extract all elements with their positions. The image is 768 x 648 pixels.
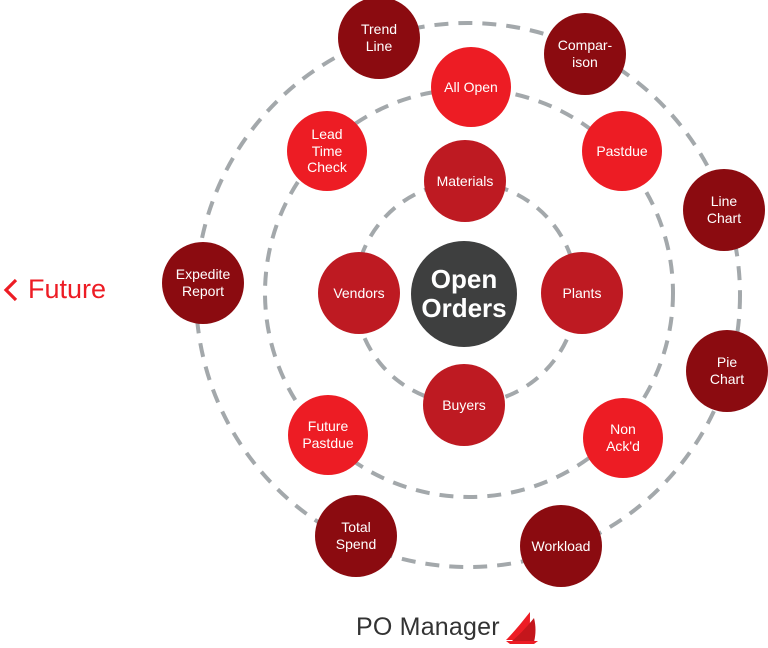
brand-footer: PO Manager xyxy=(356,610,540,644)
node-buyers[interactable]: Buyers xyxy=(423,364,505,446)
node-comparison[interactable]: Compar- ison xyxy=(544,13,626,95)
node-label: Pastdue xyxy=(596,142,648,159)
node-line-chart[interactable]: Line Chart xyxy=(683,169,765,251)
node-label: Non Ack'd xyxy=(606,421,640,454)
node-label: Vendors xyxy=(333,284,385,301)
node-label: Line Chart xyxy=(706,193,742,226)
node-label: Materials xyxy=(436,172,494,189)
node-non-ackd[interactable]: Non Ack'd xyxy=(583,398,663,478)
node-workload[interactable]: Workload xyxy=(520,505,602,587)
node-trend-line[interactable]: Trend Line xyxy=(338,0,420,79)
node-label: Total Spend xyxy=(335,519,377,552)
node-pastdue[interactable]: Pastdue xyxy=(582,111,662,191)
back-link-future[interactable]: Future xyxy=(2,274,106,305)
node-label: Workload xyxy=(531,537,591,554)
node-plants[interactable]: Plants xyxy=(541,252,623,334)
node-label: Future Pastdue xyxy=(302,418,354,451)
node-label: Plants xyxy=(562,284,602,301)
node-label: Trend Line xyxy=(360,21,398,54)
center-node-label: Open Orders xyxy=(421,264,507,323)
chevron-left-icon xyxy=(3,278,18,301)
node-lead-time-check[interactable]: Lead Time Check xyxy=(287,111,367,191)
center-node-open-orders[interactable]: Open Orders xyxy=(411,241,517,347)
node-pie-chart[interactable]: Pie Chart xyxy=(686,330,768,412)
node-label: Buyers xyxy=(442,396,486,413)
node-label: Compar- ison xyxy=(557,37,613,70)
back-link-label: Future xyxy=(28,274,107,304)
node-label: Lead Time Check xyxy=(307,125,347,176)
node-vendors[interactable]: Vendors xyxy=(318,252,400,334)
node-label: All Open xyxy=(444,78,498,95)
node-total-spend[interactable]: Total Spend xyxy=(315,495,397,577)
brand-name: PO Manager xyxy=(356,612,500,641)
node-label: Pie Chart xyxy=(709,354,745,387)
node-all-open[interactable]: All Open xyxy=(431,47,511,127)
outer-ring xyxy=(194,21,742,569)
node-label: Expedite Report xyxy=(175,266,231,299)
node-materials[interactable]: Materials xyxy=(424,140,506,222)
sail-logo-icon xyxy=(505,612,538,644)
node-expedite-report[interactable]: Expedite Report xyxy=(162,242,244,324)
node-future-pastdue[interactable]: Future Pastdue xyxy=(288,395,368,475)
